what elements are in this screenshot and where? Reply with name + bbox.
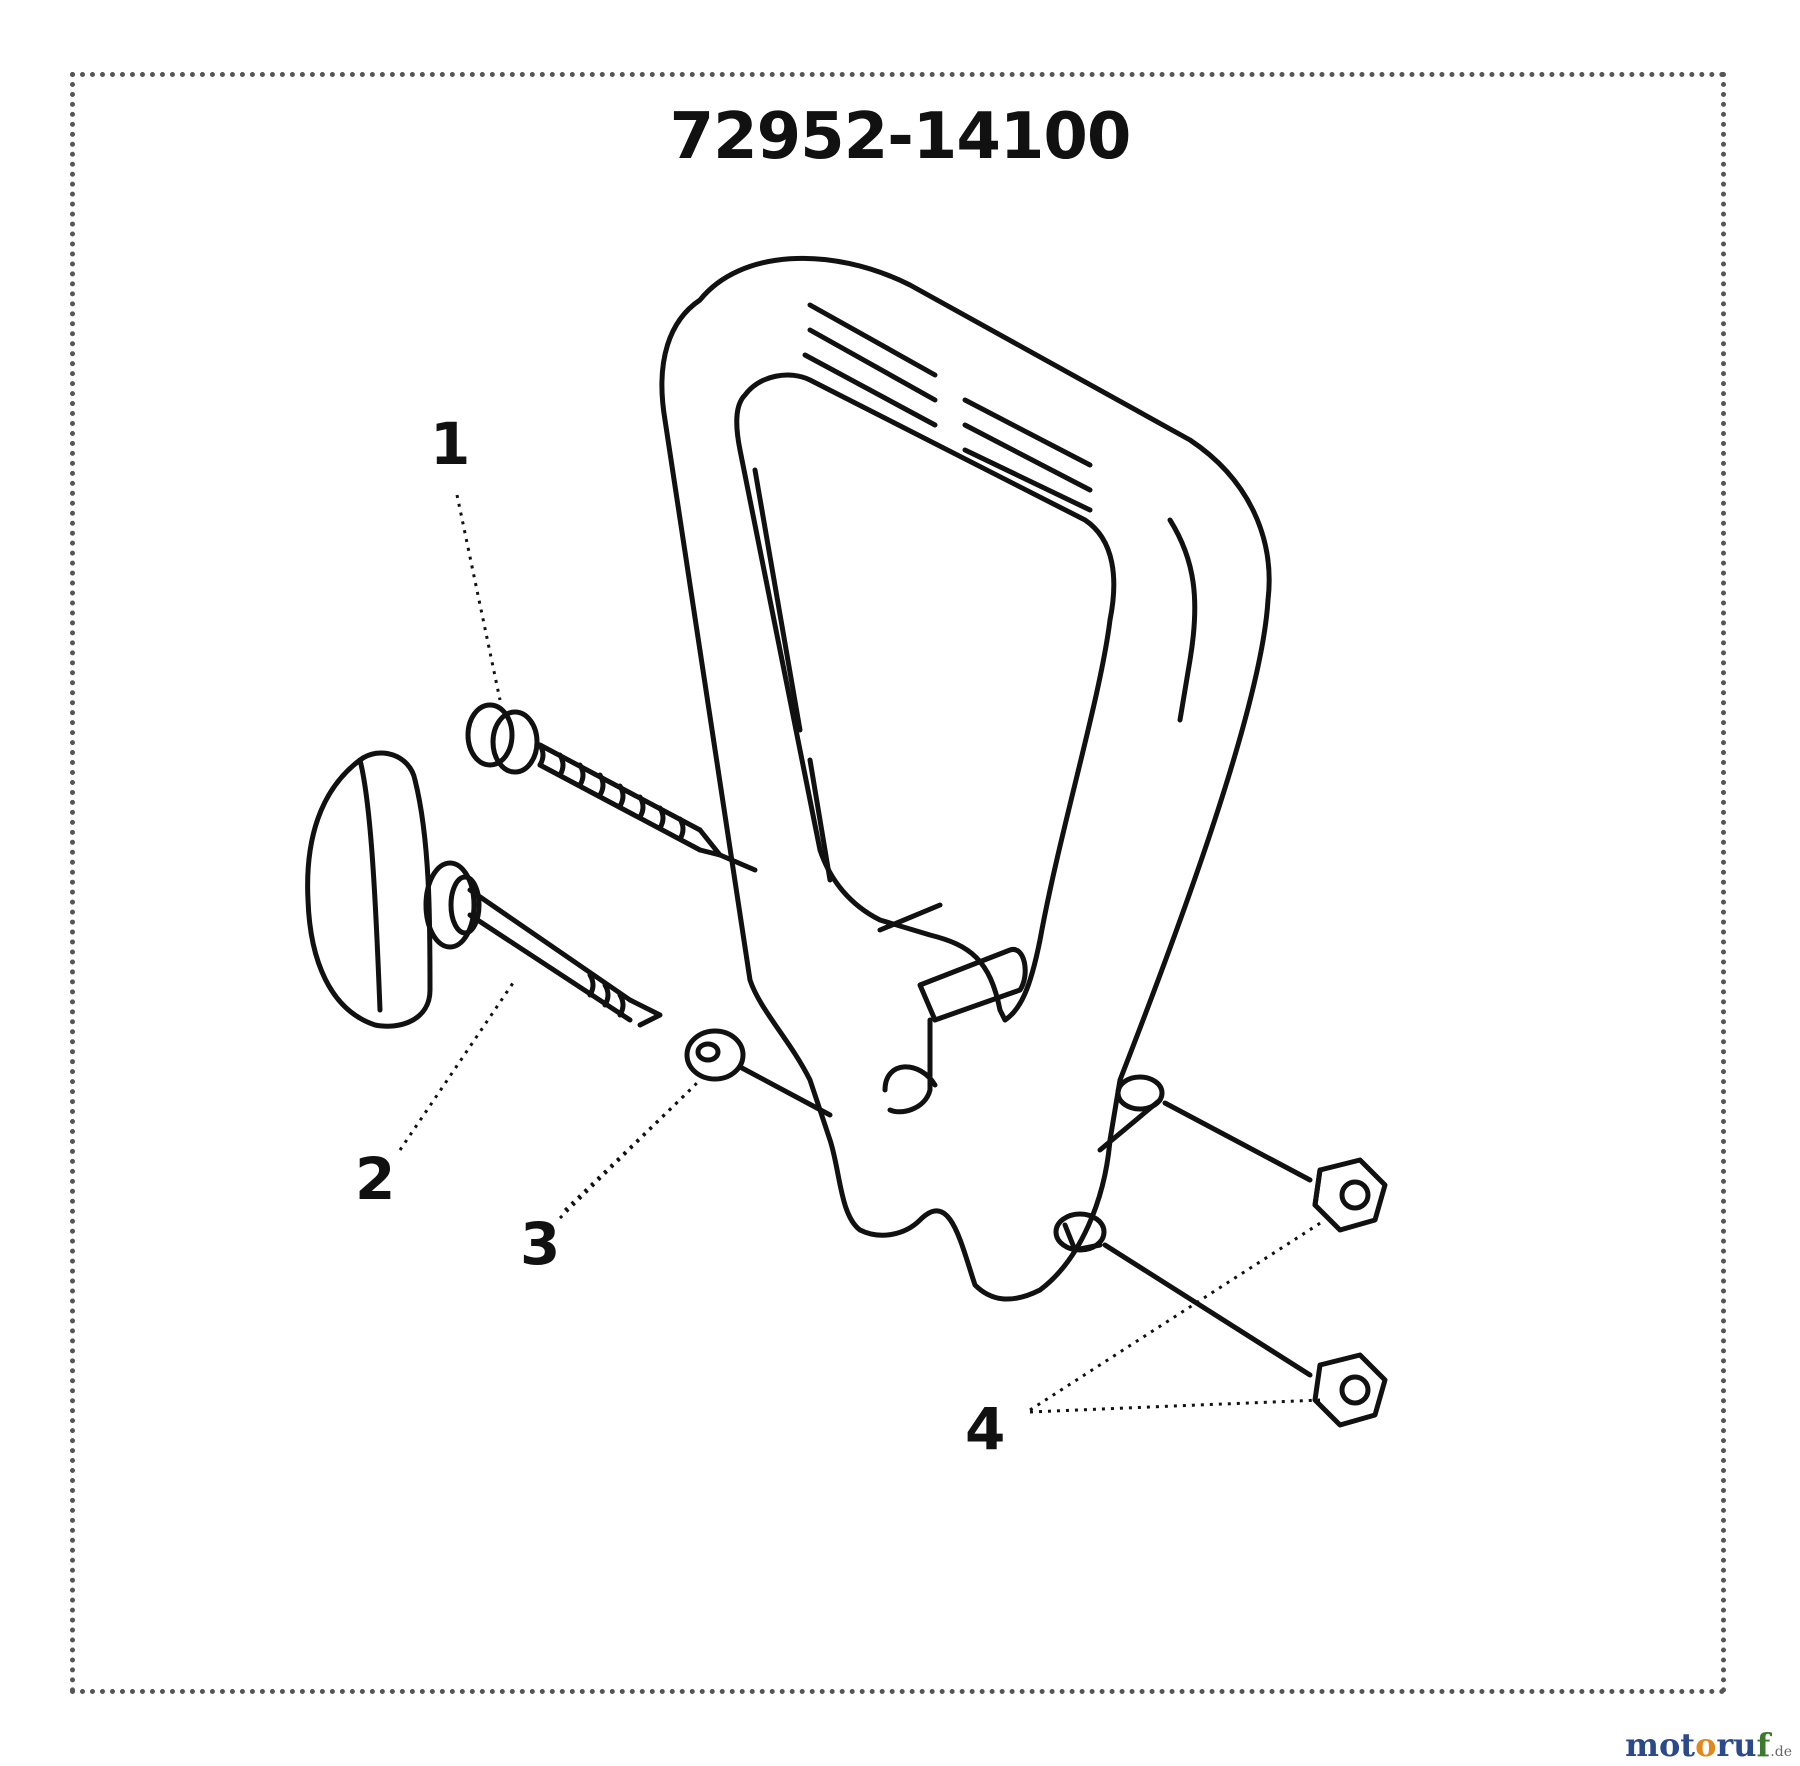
dotted-frame (70, 72, 1726, 1694)
part-3-washer (684, 1028, 833, 1118)
watermark-logo: motoruf.de (1625, 1726, 1792, 1764)
callout-2: 2 (355, 1145, 396, 1213)
leader-3a (558, 1078, 702, 1220)
part-2-knob-bolt (305, 750, 663, 1029)
part-4-nut-upper (1162, 1100, 1388, 1233)
handle-loop (659, 255, 1272, 1302)
part-number-title: 72952-14100 (669, 100, 1132, 174)
part-1-screw (465, 702, 758, 873)
part-4-nut-lower (1102, 1242, 1388, 1428)
leader-4b (1029, 1398, 1321, 1414)
leader-1 (455, 494, 502, 701)
leader-2 (398, 979, 517, 1151)
leader-lines (398, 494, 1326, 1414)
callout-1: 1 (430, 410, 471, 478)
callout-4: 4 (965, 1395, 1006, 1463)
callout-3: 3 (520, 1210, 561, 1278)
leader-3b (563, 1088, 692, 1212)
